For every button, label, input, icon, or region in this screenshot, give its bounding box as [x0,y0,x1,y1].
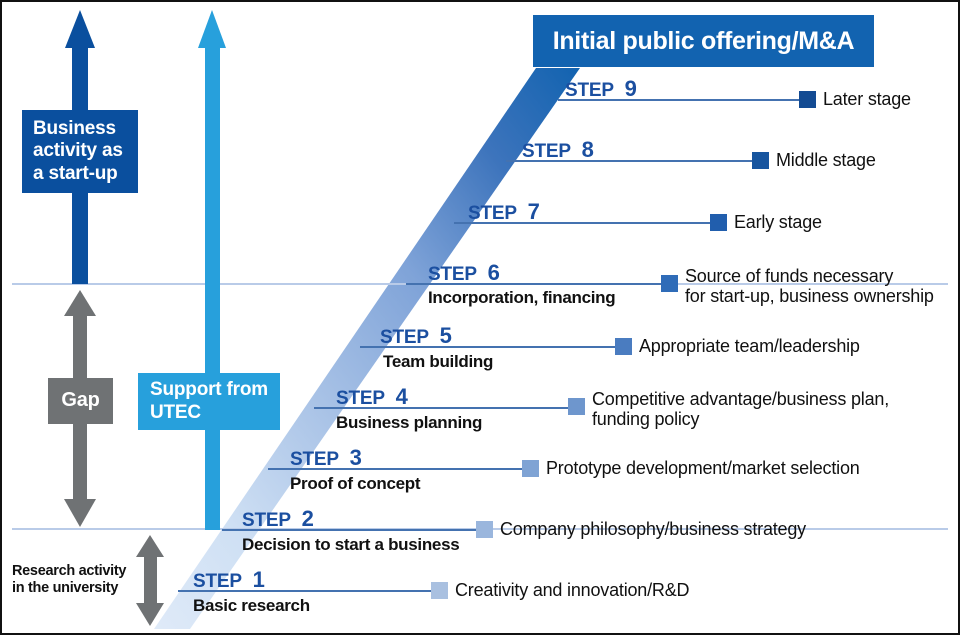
step-7-line [454,222,712,224]
research-arrow-head-down [136,603,164,626]
step-6-marker [661,275,678,292]
step-5-description: Appropriate team/leadership [639,336,860,356]
support-from-utec-box: Support from UTEC [138,373,280,430]
step-8-description: Middle stage [776,150,876,170]
step-5-label: STEP [380,327,429,348]
step-2-label: STEP [242,510,291,531]
step-5-marker [615,338,632,355]
step-8-line [506,160,754,162]
step-1-line [178,590,434,592]
step-9-line [558,99,804,101]
step-5-subtitle: Team building [383,352,494,371]
step-8-title: STEP 8 [522,137,594,163]
step-3-subtitle: Proof of concept [290,474,421,493]
step-2-description: Company philosophy/business strategy [500,519,806,539]
growth-ramp [154,68,580,629]
step-9-marker [799,91,816,108]
step-8-marker [752,152,769,169]
step-2-title: STEP 2 [242,506,314,532]
step-8-label: STEP [522,141,571,162]
step-4-title: STEP 4 [336,384,408,410]
step-5-number: 5 [439,323,452,348]
gap-box: Gap [48,378,113,424]
step-4-label: STEP [336,388,385,409]
step-7-marker [710,214,727,231]
step-9-number: 9 [624,76,637,101]
step-6-number: 6 [487,260,500,285]
step-4-description: Competitive advantage/business plan, fun… [592,389,889,430]
ipo-title-box: Initial public offering/M&A [533,15,874,67]
step-1-title: STEP 1 [193,567,265,593]
step-6-label: STEP [428,264,477,285]
step-2-number: 2 [301,506,314,531]
step-4-subtitle: Business planning [336,413,483,432]
step-4-line [314,407,572,409]
step-1-subtitle: Basic research [193,596,310,615]
step-3-number: 3 [349,445,362,470]
gap-arrow-head-up [64,290,96,316]
step-5-title: STEP 5 [380,323,452,349]
research-activity-label: Research activity in the university [12,563,127,596]
business-activity-box: Business activity as a start-up [22,110,138,193]
step-2-subtitle: Decision to start a business [242,535,460,554]
step-8-number: 8 [581,137,594,162]
step-1-marker [431,582,448,599]
step-4-marker [568,398,585,415]
step-1-number: 1 [252,567,265,592]
gap-arrow-head-down [64,499,96,527]
step-3-description: Prototype development/market selection [546,458,860,478]
step-1-description: Creativity and innovation/R&D [455,580,690,600]
step-7-number: 7 [527,199,540,224]
step-7-title: STEP 7 [468,199,540,225]
step-6-description: Source of funds necessary for start-up, … [685,266,934,307]
step-2-line [222,529,478,531]
step-2-marker [476,521,493,538]
step-1-label: STEP [193,571,242,592]
step-7-description: Early stage [734,212,822,232]
step-3-title: STEP 3 [290,445,362,471]
business-activity-axis-arrowhead [65,10,95,48]
utec-support-axis-shaft [205,46,220,530]
step-9-label: STEP [565,80,614,101]
step-5-line [360,346,616,348]
step-9-title: STEP 9 [565,76,637,102]
research-arrow-shaft [144,554,157,606]
step-9-description: Later stage [823,89,911,109]
utec-support-axis-arrowhead [198,10,226,48]
step-3-marker [522,460,539,477]
step-6-subtitle: Incorporation, financing [428,288,616,307]
step-6-line [406,283,664,285]
step-3-label: STEP [290,449,339,470]
step-6-title: STEP 6 [428,260,500,286]
research-arrow-head-up [136,535,164,557]
step-7-label: STEP [468,203,517,224]
step-3-line [268,468,524,470]
step-4-number: 4 [395,384,408,409]
